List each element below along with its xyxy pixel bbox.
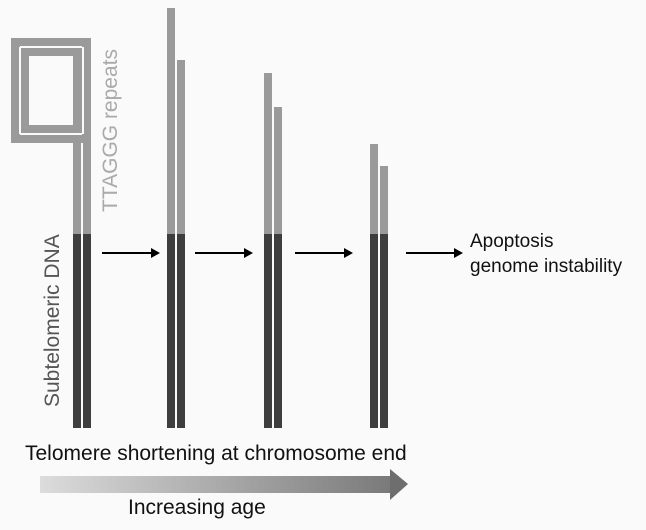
arrow-stage-3-4 [295,248,353,258]
age-arrow [40,469,408,500]
subtelomeric-label: Subtelomeric DNA [41,234,64,407]
t-loop [11,38,91,143]
arrow-stage-2-3 [195,248,253,258]
outcome-genome-instability: genome instability [470,256,623,277]
repeats-label: TTAGGG repeats [99,49,122,212]
outcome-label: Apoptosis genome instability [470,229,622,279]
age-caption: Increasing age [128,496,266,519]
arrow-stage-1-2 [102,248,160,258]
arrow-to-outcome [406,248,463,258]
outcome-apoptosis: Apoptosis [470,231,554,252]
shortening-caption: Telomere shortening at chromosome end [25,442,407,465]
